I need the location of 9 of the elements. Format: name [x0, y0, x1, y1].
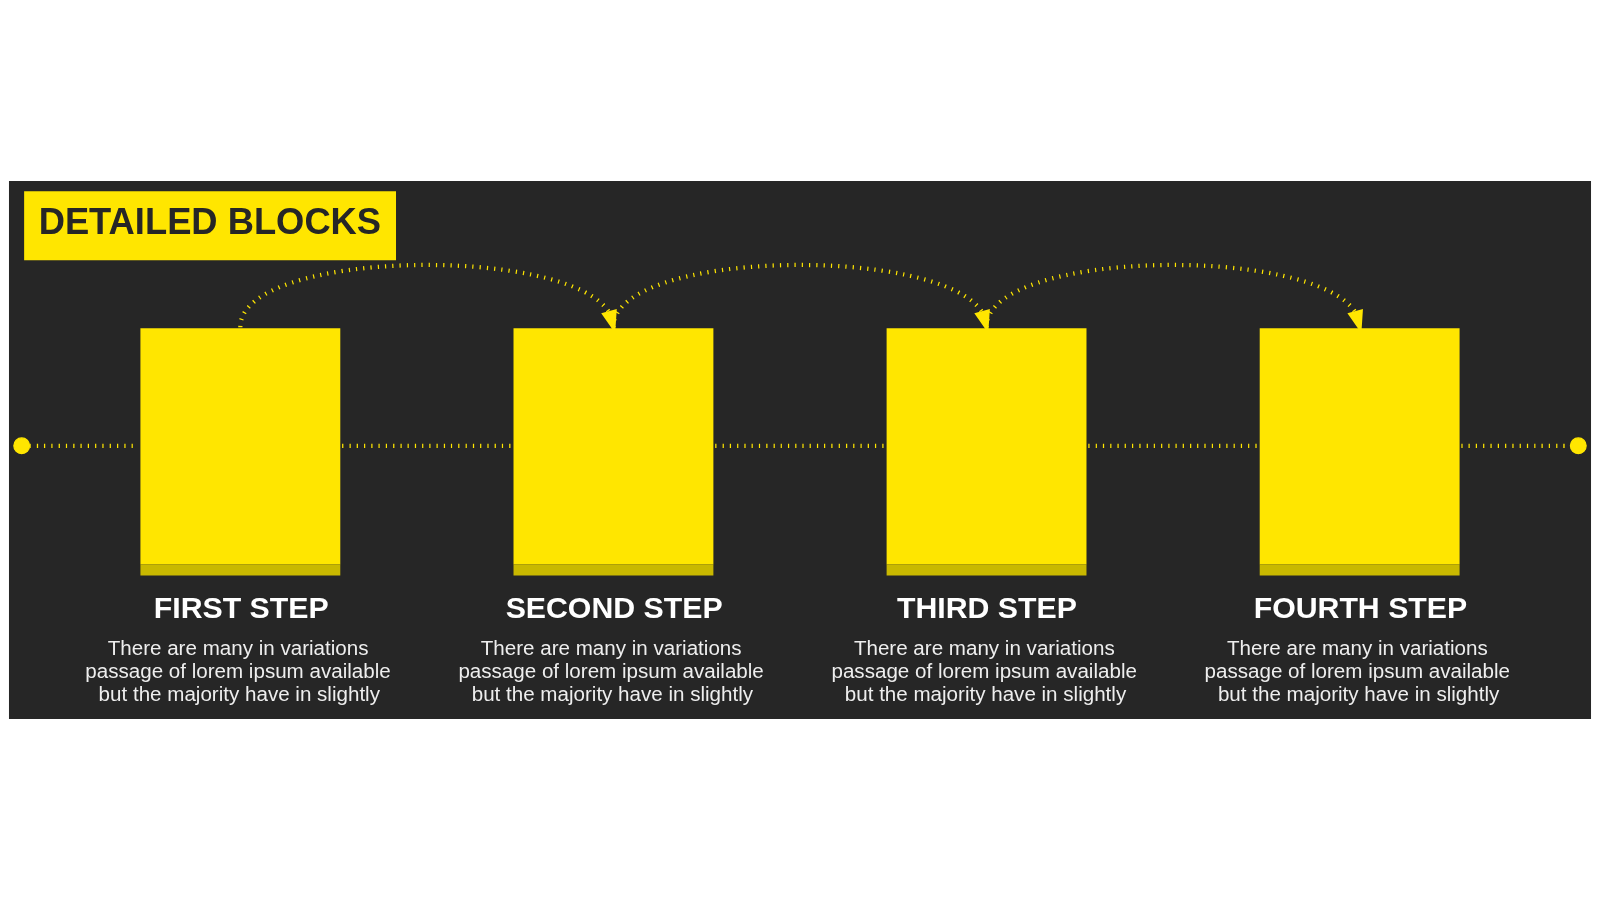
node-label: THIRD STEP [896, 590, 1077, 624]
node-label: SECOND STEP [505, 590, 723, 624]
node-label: There are many in variations passage of lorem ipsum available but the majority have in slightly [85, 635, 391, 705]
node-label: There are many in variations passage of lorem ipsum available but the majority have in slightly [1204, 635, 1511, 705]
node-label: There are many in variations passage of lorem ipsum available but the majority have in slightly [458, 635, 764, 705]
diagram-title: DETAILED BLOCKS [38, 200, 382, 242]
node-label: FOURTH STEP [1253, 590, 1468, 624]
node-label: There are many in variations passage of lorem ipsum available but the majority have in slightly [831, 635, 1137, 705]
node-label: FIRST STEP [153, 590, 329, 624]
